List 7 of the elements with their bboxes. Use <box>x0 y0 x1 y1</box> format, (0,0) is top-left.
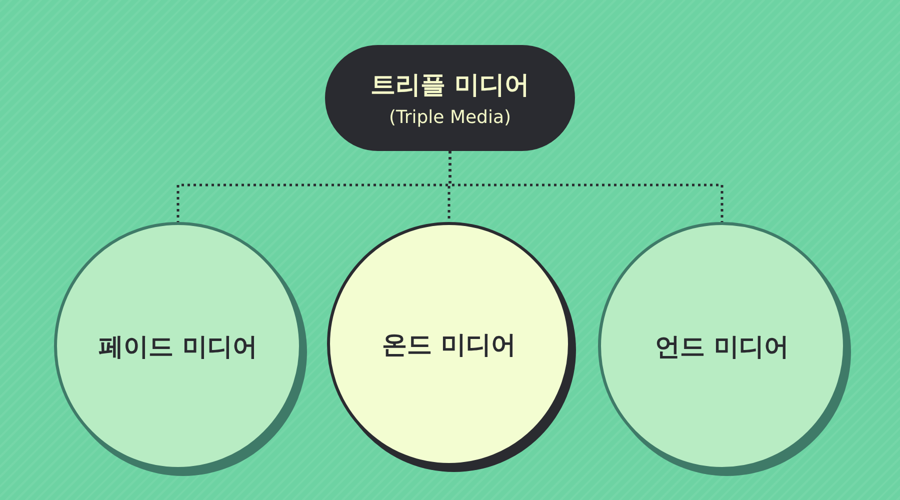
title-text: 트리플 미디어 <box>370 69 530 101</box>
title-pill <box>325 45 575 151</box>
node-label: 언드 미디어 <box>655 330 789 362</box>
subtitle-text: (Triple Media) <box>388 107 512 128</box>
node-label: 페이드 미디어 <box>98 330 258 362</box>
dotted-connector <box>448 151 724 222</box>
node-label: 온드 미디어 <box>382 328 516 360</box>
